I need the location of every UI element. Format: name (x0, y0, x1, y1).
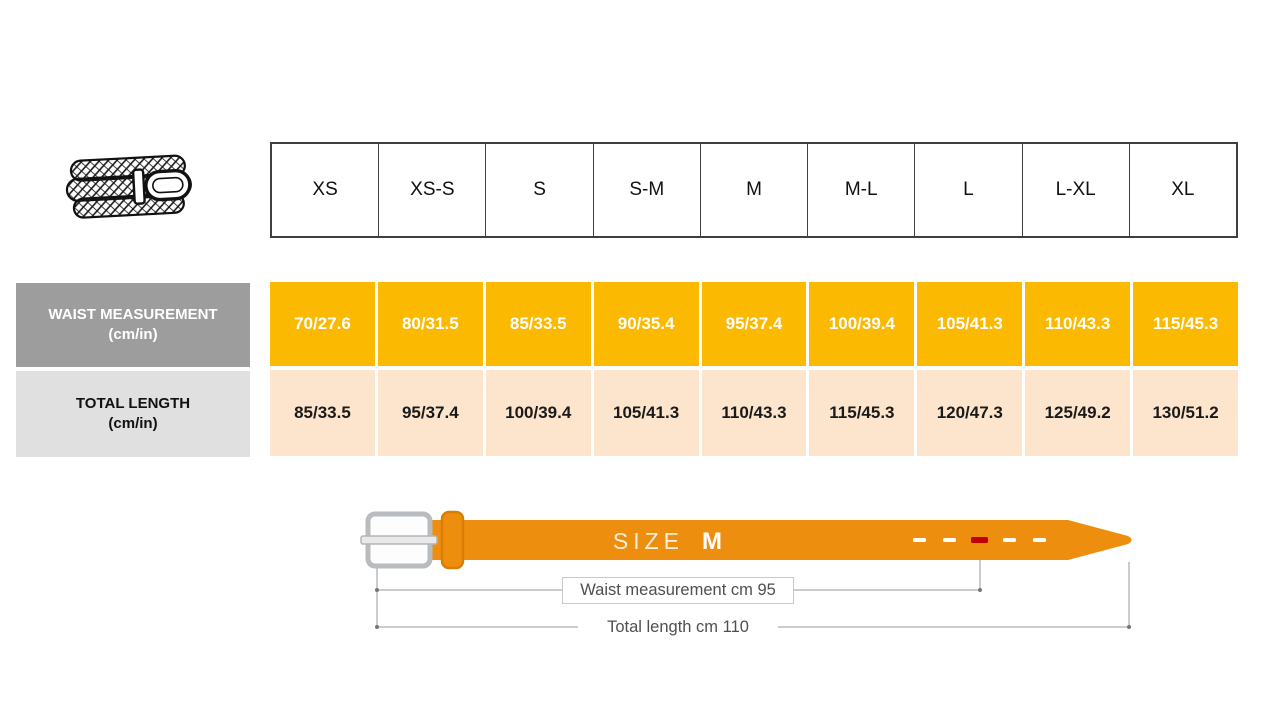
waist-row-label-text: WAIST MEASUREMENT (48, 306, 218, 323)
size-header-cell: L-XL (1023, 144, 1130, 236)
measurement-cell: 110/43.3 (701, 370, 807, 456)
selected-hole (971, 537, 988, 543)
belt-keeper (440, 510, 465, 570)
measurement-cell: 100/39.4 (485, 370, 591, 456)
length-annotation-label: Total length cm 110 (578, 615, 778, 639)
measurement-cell: 105/41.3 (593, 370, 699, 456)
braided-belt-icon-graphic (65, 154, 192, 219)
belt-size-label-prefix: SIZE (613, 528, 684, 554)
belt-icon-buckle (144, 168, 192, 202)
measurement-cell: 80/31.5 (377, 282, 483, 366)
waist-annotation-label: Waist measurement cm 95 (562, 577, 794, 604)
size-header-cell: S-M (594, 144, 701, 236)
measurement-cell: 85/33.5 (270, 370, 375, 456)
total-row-label-unit: (cm/in) (108, 415, 158, 432)
measurement-cell: 100/39.4 (809, 282, 915, 366)
braided-belt-icon (60, 146, 204, 232)
measurement-cell: 125/49.2 (1025, 370, 1131, 456)
measurement-cell: 90/35.4 (593, 282, 699, 366)
total-row-label: TOTAL LENGTH (cm/in) (16, 371, 250, 457)
measurement-cell: 95/37.4 (377, 370, 483, 456)
size-header-cell: M (701, 144, 809, 236)
waist-row-label: WAIST MEASUREMENT (cm/in) (16, 283, 250, 367)
belt-icon-keeper (131, 168, 146, 205)
belt-size-label-value: M (702, 528, 722, 555)
waist-row-label-unit: (cm/in) (108, 326, 158, 343)
size-header-cell: S (486, 144, 594, 236)
measurement-cell: 130/51.2 (1133, 370, 1239, 456)
measurement-cell: 120/47.3 (917, 370, 1023, 456)
size-header-cell: XL (1171, 179, 1195, 200)
size-header-cell: L (915, 144, 1023, 236)
measurement-cell: 115/45.3 (1133, 282, 1239, 366)
buckle-prong (360, 535, 438, 545)
belt-buckle-icon (360, 511, 438, 569)
belt-holes (913, 537, 1046, 543)
size-header-cell: XS (272, 144, 380, 236)
measurement-cell: 95/37.4 (701, 282, 807, 366)
measurement-cell: 105/41.3 (917, 282, 1023, 366)
size-header-cell: XS-S (379, 144, 487, 236)
total-row-label-text: TOTAL LENGTH (75, 395, 191, 412)
measurement-cell: 110/43.3 (1025, 282, 1131, 366)
belt-strap (426, 520, 1132, 560)
measurement-cell: 115/45.3 (809, 370, 915, 456)
size-header-cell: M-L (808, 144, 916, 236)
measurement-cell: 70/27.6 (270, 282, 375, 366)
measurement-cell: 85/33.5 (485, 282, 591, 366)
